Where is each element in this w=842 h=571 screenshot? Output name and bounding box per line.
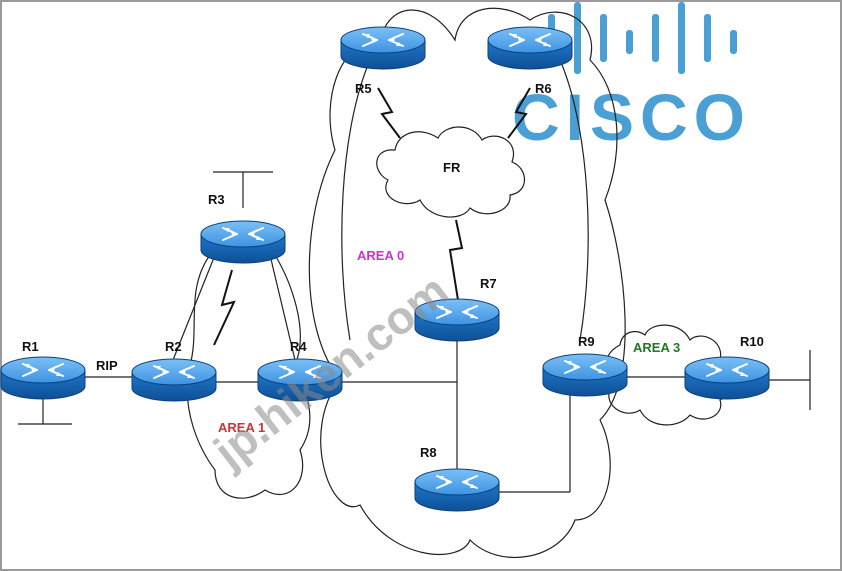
area3-cloud bbox=[605, 324, 733, 426]
router-r2 bbox=[131, 358, 217, 402]
label-fr: FR bbox=[443, 160, 461, 175]
label-r3: R3 bbox=[208, 192, 225, 207]
router-r10 bbox=[684, 356, 770, 400]
label-area0: AREA 0 bbox=[357, 248, 404, 263]
router-r3 bbox=[200, 220, 286, 264]
label-r10: R10 bbox=[740, 334, 764, 349]
cisco-logo: CISCO bbox=[512, 2, 751, 154]
cisco-logo-text: CISCO bbox=[512, 80, 751, 154]
label-r5: R5 bbox=[355, 81, 372, 96]
router-r5 bbox=[340, 26, 426, 70]
label-r2: R2 bbox=[165, 339, 182, 354]
label-area1: AREA 1 bbox=[218, 420, 265, 435]
label-r1: R1 bbox=[22, 339, 39, 354]
label-r9: R9 bbox=[578, 334, 595, 349]
router-r8 bbox=[414, 468, 500, 512]
fr-cloud bbox=[376, 126, 526, 218]
router-r6 bbox=[487, 26, 573, 70]
label-rip: RIP bbox=[96, 358, 118, 373]
serial-links bbox=[213, 87, 531, 346]
label-area3: AREA 3 bbox=[633, 340, 680, 355]
router-r1 bbox=[0, 356, 86, 400]
label-r6: R6 bbox=[535, 81, 552, 96]
router-r9 bbox=[542, 353, 628, 397]
label-r8: R8 bbox=[420, 445, 437, 460]
label-r7: R7 bbox=[480, 276, 497, 291]
label-r4: R4 bbox=[290, 339, 307, 354]
